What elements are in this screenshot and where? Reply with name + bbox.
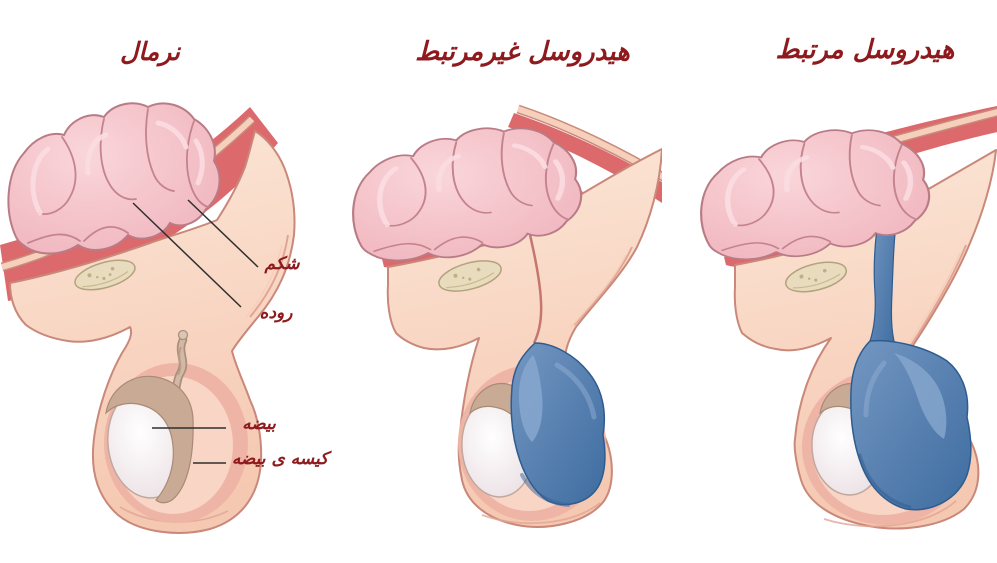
panel-communicating-illustration — [700, 106, 997, 530]
pubic-bone — [74, 259, 136, 291]
panel-normal-illustration — [0, 102, 296, 534]
label-scrotum: کیسه ی بیضه — [231, 449, 329, 469]
leader-lines — [132, 199, 259, 464]
pubic-bone — [785, 261, 847, 293]
label-abdomen: شکم — [264, 254, 300, 274]
hydrocele-fluid-sac — [510, 342, 606, 507]
leader-line-abdomen — [187, 199, 259, 268]
intestines-illustration — [352, 127, 583, 262]
label-intestine: روده — [259, 303, 293, 323]
label-testicle: بیضه — [242, 414, 276, 434]
hydrocele-fluid-sac — [850, 339, 972, 511]
panel-noncommunicating-illustration — [352, 104, 662, 528]
intestines-illustration — [7, 102, 221, 255]
closed-channel — [523, 212, 543, 344]
panel-title-normal: نرمال — [120, 37, 180, 66]
epididymis — [105, 375, 194, 504]
leader-line-intestine — [132, 202, 242, 308]
intestines-illustration — [700, 129, 931, 261]
panel-title-communicating: هیدروسل مرتبط — [775, 35, 955, 65]
pubic-bone — [438, 260, 502, 292]
panel-title-noncommunicating: هیدروسل غیرمرتبط — [415, 37, 630, 67]
